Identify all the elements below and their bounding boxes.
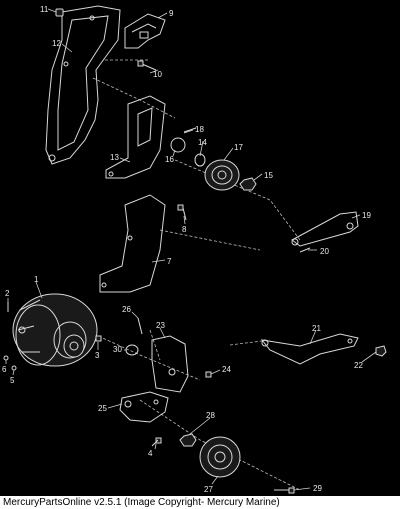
callout-16: 16 [165, 155, 174, 164]
callout-14: 14 [198, 138, 207, 147]
callout-labels: 11 9 12 10 18 14 17 16 13 15 8 19 20 7 1… [2, 5, 371, 494]
spacer-16 [170, 137, 186, 153]
callout-9: 9 [169, 9, 174, 18]
copyright-footer: MercuryPartsOnline v2.5.1 (Image Copyrig… [0, 496, 400, 509]
nut-11 [55, 8, 64, 17]
bracket-25 [119, 391, 169, 423]
spacer-30 [125, 344, 139, 356]
bolt-18 [183, 127, 197, 133]
callout-25: 25 [98, 404, 107, 413]
brace-21 [260, 333, 359, 365]
bolt-29 [274, 487, 295, 494]
bolt-24 [205, 371, 212, 378]
callout-6: 6 [2, 365, 7, 374]
bracket-9 [124, 13, 166, 49]
callout-26: 26 [122, 305, 131, 314]
mounting-plate [45, 5, 121, 165]
plate-23 [151, 335, 189, 393]
callout-10: 10 [153, 70, 162, 79]
bolt-3 [95, 335, 102, 342]
bolt-8 [177, 204, 187, 221]
callout-18: 18 [195, 125, 204, 134]
nut-22 [375, 345, 387, 357]
assembly-lines [84, 59, 301, 491]
bolt-20 [299, 247, 311, 253]
callout-15: 15 [264, 171, 273, 180]
callout-19: 19 [362, 211, 371, 220]
callout-13: 13 [110, 153, 119, 162]
callout-leaders [5, 8, 377, 491]
alternator-1 [12, 293, 98, 367]
callout-1: 1 [34, 275, 39, 284]
callout-3: 3 [95, 351, 100, 360]
callout-29: 29 [313, 484, 322, 493]
callout-23: 23 [156, 321, 165, 330]
callout-20: 20 [320, 247, 329, 256]
callout-24: 24 [222, 365, 231, 374]
exploded-parts-diagram: 11 9 12 10 18 14 17 16 13 15 8 19 20 7 1… [2, 5, 387, 494]
bolt-26 [137, 317, 143, 335]
callout-30: 30 [113, 345, 122, 354]
callout-12: 12 [52, 39, 61, 48]
callout-11: 11 [40, 5, 49, 14]
pulley-27 [199, 436, 241, 478]
bracket-7 [99, 194, 166, 293]
callout-28: 28 [206, 411, 215, 420]
strap-19 [291, 211, 359, 247]
callout-21: 21 [312, 324, 321, 333]
tensioner-bracket-13 [105, 95, 166, 179]
screw-6 [3, 355, 9, 361]
callout-5: 5 [10, 376, 15, 385]
nut-28 [179, 433, 197, 447]
callout-2: 2 [5, 289, 10, 298]
nut-15 [239, 177, 257, 191]
callout-7: 7 [167, 257, 172, 266]
callout-4: 4 [148, 449, 153, 458]
bolt-10 [137, 60, 157, 71]
callout-8: 8 [182, 225, 187, 234]
idler-pulley-17 [204, 159, 240, 191]
screw-5 [11, 365, 17, 371]
callout-17: 17 [234, 143, 243, 152]
callout-27: 27 [204, 485, 213, 494]
bolt-4 [151, 437, 162, 447]
callout-22: 22 [354, 361, 363, 370]
